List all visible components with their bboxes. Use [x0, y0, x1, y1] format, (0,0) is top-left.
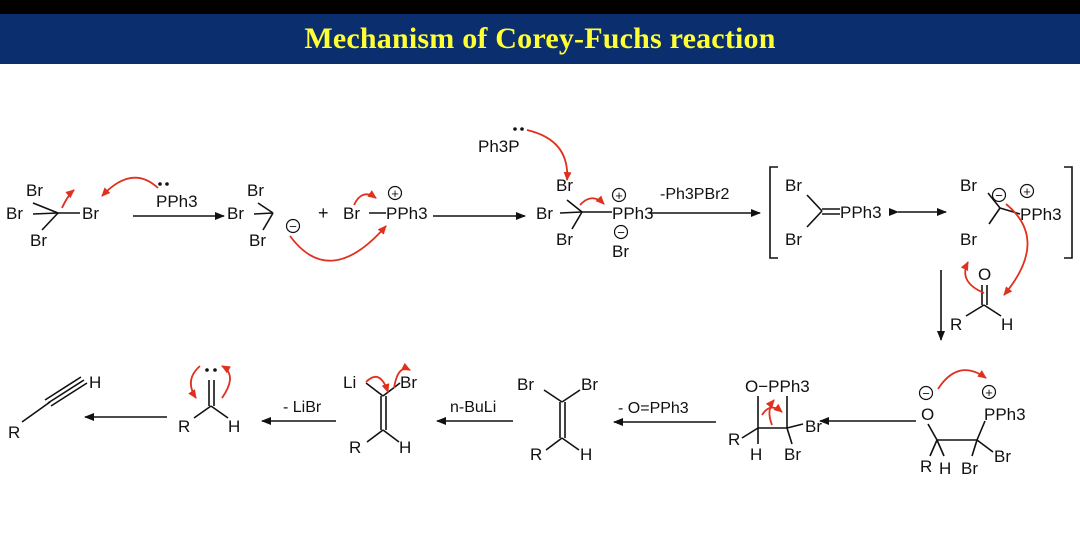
atom-br: Br: [961, 459, 978, 478]
positive-charge: +: [615, 188, 623, 203]
atom-br: Br: [227, 204, 244, 223]
vinylidene-carbene: R H: [178, 368, 240, 436]
curved-arrow: [365, 375, 390, 393]
atom-br: Br: [960, 230, 977, 249]
curved-arrow: [221, 365, 231, 399]
atom-r: R: [178, 417, 190, 436]
curved-arrow: [761, 403, 783, 416]
reagent-label: n-BuLi: [450, 399, 496, 416]
negative-charge: −: [995, 188, 1003, 203]
atom-br: Br: [26, 181, 43, 200]
page-title: Mechanism of Corey-Fuchs reaction: [304, 22, 776, 55]
atom-r: R: [8, 423, 20, 442]
plus-sign: +: [318, 203, 329, 223]
atom-br: Br: [517, 375, 534, 394]
lithium-carbenoid: Li Br R H: [343, 373, 417, 457]
oxaphosphetane: O−PPh3 Br R H Br: [728, 377, 822, 464]
atom-br: Br: [581, 375, 598, 394]
triphenylphosphine: PPh3: [156, 182, 198, 211]
negative-charge: −: [289, 219, 297, 234]
atom-o: O: [978, 265, 991, 284]
atom-br: Br: [556, 230, 573, 249]
curved-arrow: [393, 362, 411, 389]
title-banner: Mechanism of Corey-Fuchs reaction: [0, 14, 1080, 64]
atom-br: Br: [6, 204, 23, 223]
group-o-pph3: O−PPh3: [745, 377, 810, 396]
group-pph3: PPh3: [612, 204, 654, 223]
atom-br: Br: [805, 417, 822, 436]
tribromomethylphosphonium-bromide: Br Br Br PPh3 + − Br: [536, 176, 654, 261]
atom-br: Br: [994, 447, 1011, 466]
reagent-pph3: PPh3: [156, 192, 198, 211]
positive-charge: +: [391, 186, 399, 201]
elimination-label: -Ph3PBr2: [660, 186, 729, 203]
group-pph3: PPh3: [984, 405, 1026, 424]
atom-br: Br: [343, 204, 360, 223]
atom-r: R: [950, 315, 962, 334]
curved-arrow: [101, 176, 159, 197]
atom-h: H: [580, 445, 592, 464]
atom-br: Br: [249, 231, 266, 250]
atom-h: H: [939, 459, 951, 478]
dibromoalkene: Br Br R H: [517, 375, 598, 464]
reaction-scheme: Br Br Br Br PPh3 Br Br Br − + Br PPh3 + …: [6, 127, 1073, 478]
bromophosphonium: Br PPh3 +: [343, 185, 428, 223]
group-pph3: PPh3: [386, 204, 428, 223]
curved-arrow: [289, 225, 387, 262]
aldehyde: O R H: [950, 265, 1013, 334]
atom-o: O: [921, 405, 934, 424]
atom-h: H: [1001, 315, 1013, 334]
atom-h: H: [750, 445, 762, 464]
curved-arrow: [937, 369, 987, 390]
positive-charge: +: [1023, 184, 1031, 199]
atom-br: Br: [536, 204, 553, 223]
atom-br: Br: [785, 230, 802, 249]
curved-arrow: [353, 190, 377, 206]
curved-arrow: [188, 365, 201, 399]
atom-h: H: [89, 373, 101, 392]
atom-br: Br: [30, 231, 47, 250]
tribromomethanide: Br Br Br −: [227, 181, 301, 250]
atom-r: R: [920, 457, 932, 476]
atom-h: H: [399, 438, 411, 457]
curved-arrow: [579, 195, 605, 206]
atom-li: Li: [343, 373, 356, 392]
atom-r: R: [530, 445, 542, 464]
atom-br: Br: [784, 445, 801, 464]
atom-br: Br: [612, 242, 629, 261]
atom-br: Br: [960, 176, 977, 195]
ylide-form: Br Br PPh3: [785, 176, 882, 249]
zwitterion-form: Br Br PPh3 − +: [960, 176, 1062, 249]
tetrabromomethane: Br Br Br Br: [6, 181, 99, 250]
negative-charge: −: [617, 225, 625, 240]
atom-br: Br: [556, 176, 573, 195]
positive-charge: +: [985, 385, 993, 400]
bracket-left: [769, 166, 778, 259]
atom-br: Br: [82, 204, 99, 223]
reagent-ph3p: Ph3P: [478, 137, 520, 156]
curved-arrow: [765, 399, 775, 426]
atom-r: R: [728, 430, 740, 449]
negative-charge: −: [922, 386, 930, 401]
atom-br: Br: [785, 176, 802, 195]
atom-br: Br: [247, 181, 264, 200]
atom-h: H: [228, 417, 240, 436]
elimination-label: - LiBr: [283, 399, 322, 416]
group-pph3: PPh3: [840, 203, 882, 222]
group-pph3: PPh3: [1020, 205, 1062, 224]
curved-arrow: [960, 261, 985, 294]
betaine: − O PPh3 + Br Br R H: [918, 384, 1026, 478]
atom-br: Br: [400, 373, 417, 392]
terminal-alkyne: R H: [8, 373, 101, 442]
top-black-strip: [0, 0, 1080, 14]
elimination-label: - O=PPh3: [618, 400, 689, 417]
curved-arrow: [1003, 203, 1029, 296]
atom-r: R: [349, 438, 361, 457]
curved-arrow: [61, 189, 75, 209]
bracket-right: [1064, 166, 1073, 259]
curved-arrow: [526, 129, 572, 181]
triphenylphosphine-attacking: Ph3P: [478, 127, 524, 156]
